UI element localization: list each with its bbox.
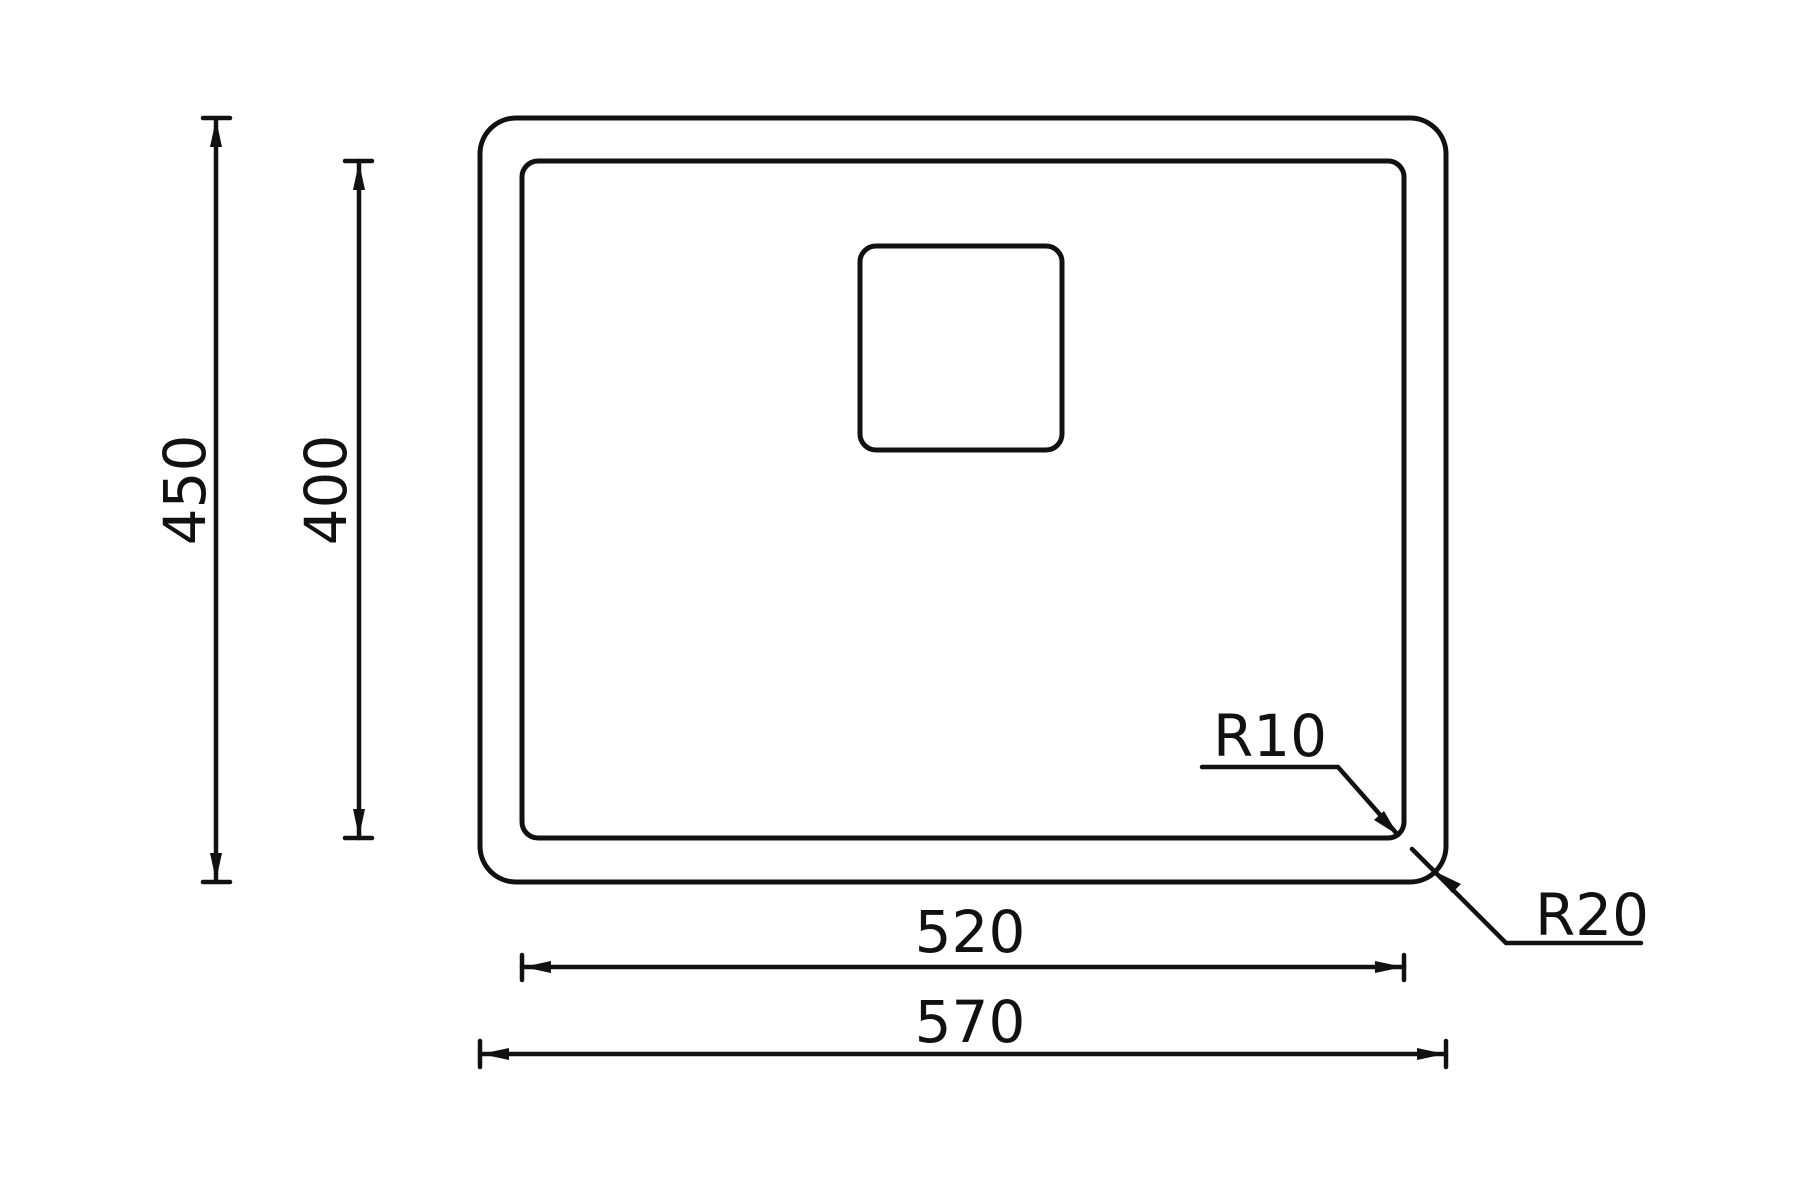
sink-outer-contour (477, 115, 1449, 885)
radius-leader-inner: R10 (1199, 702, 1401, 838)
dimension-outer-height: 450 (151, 115, 233, 885)
drain-opening (857, 243, 1065, 453)
outer-height-label: 450 (151, 435, 219, 546)
dimension-outer-width: 570 (477, 988, 1449, 1070)
outer-width-label: 570 (915, 988, 1026, 1056)
dimension-inner-height: 400 (292, 158, 375, 841)
inner-height-label: 400 (292, 435, 360, 546)
inner-width-label: 520 (915, 898, 1026, 966)
outer-radius-label: R20 (1535, 881, 1649, 949)
dimension-inner-width: 520 (519, 898, 1407, 983)
inner-radius-label: R10 (1213, 702, 1327, 770)
radius-leader-outer: R20 (1409, 846, 1649, 949)
sink-inner-bowl (519, 158, 1407, 841)
